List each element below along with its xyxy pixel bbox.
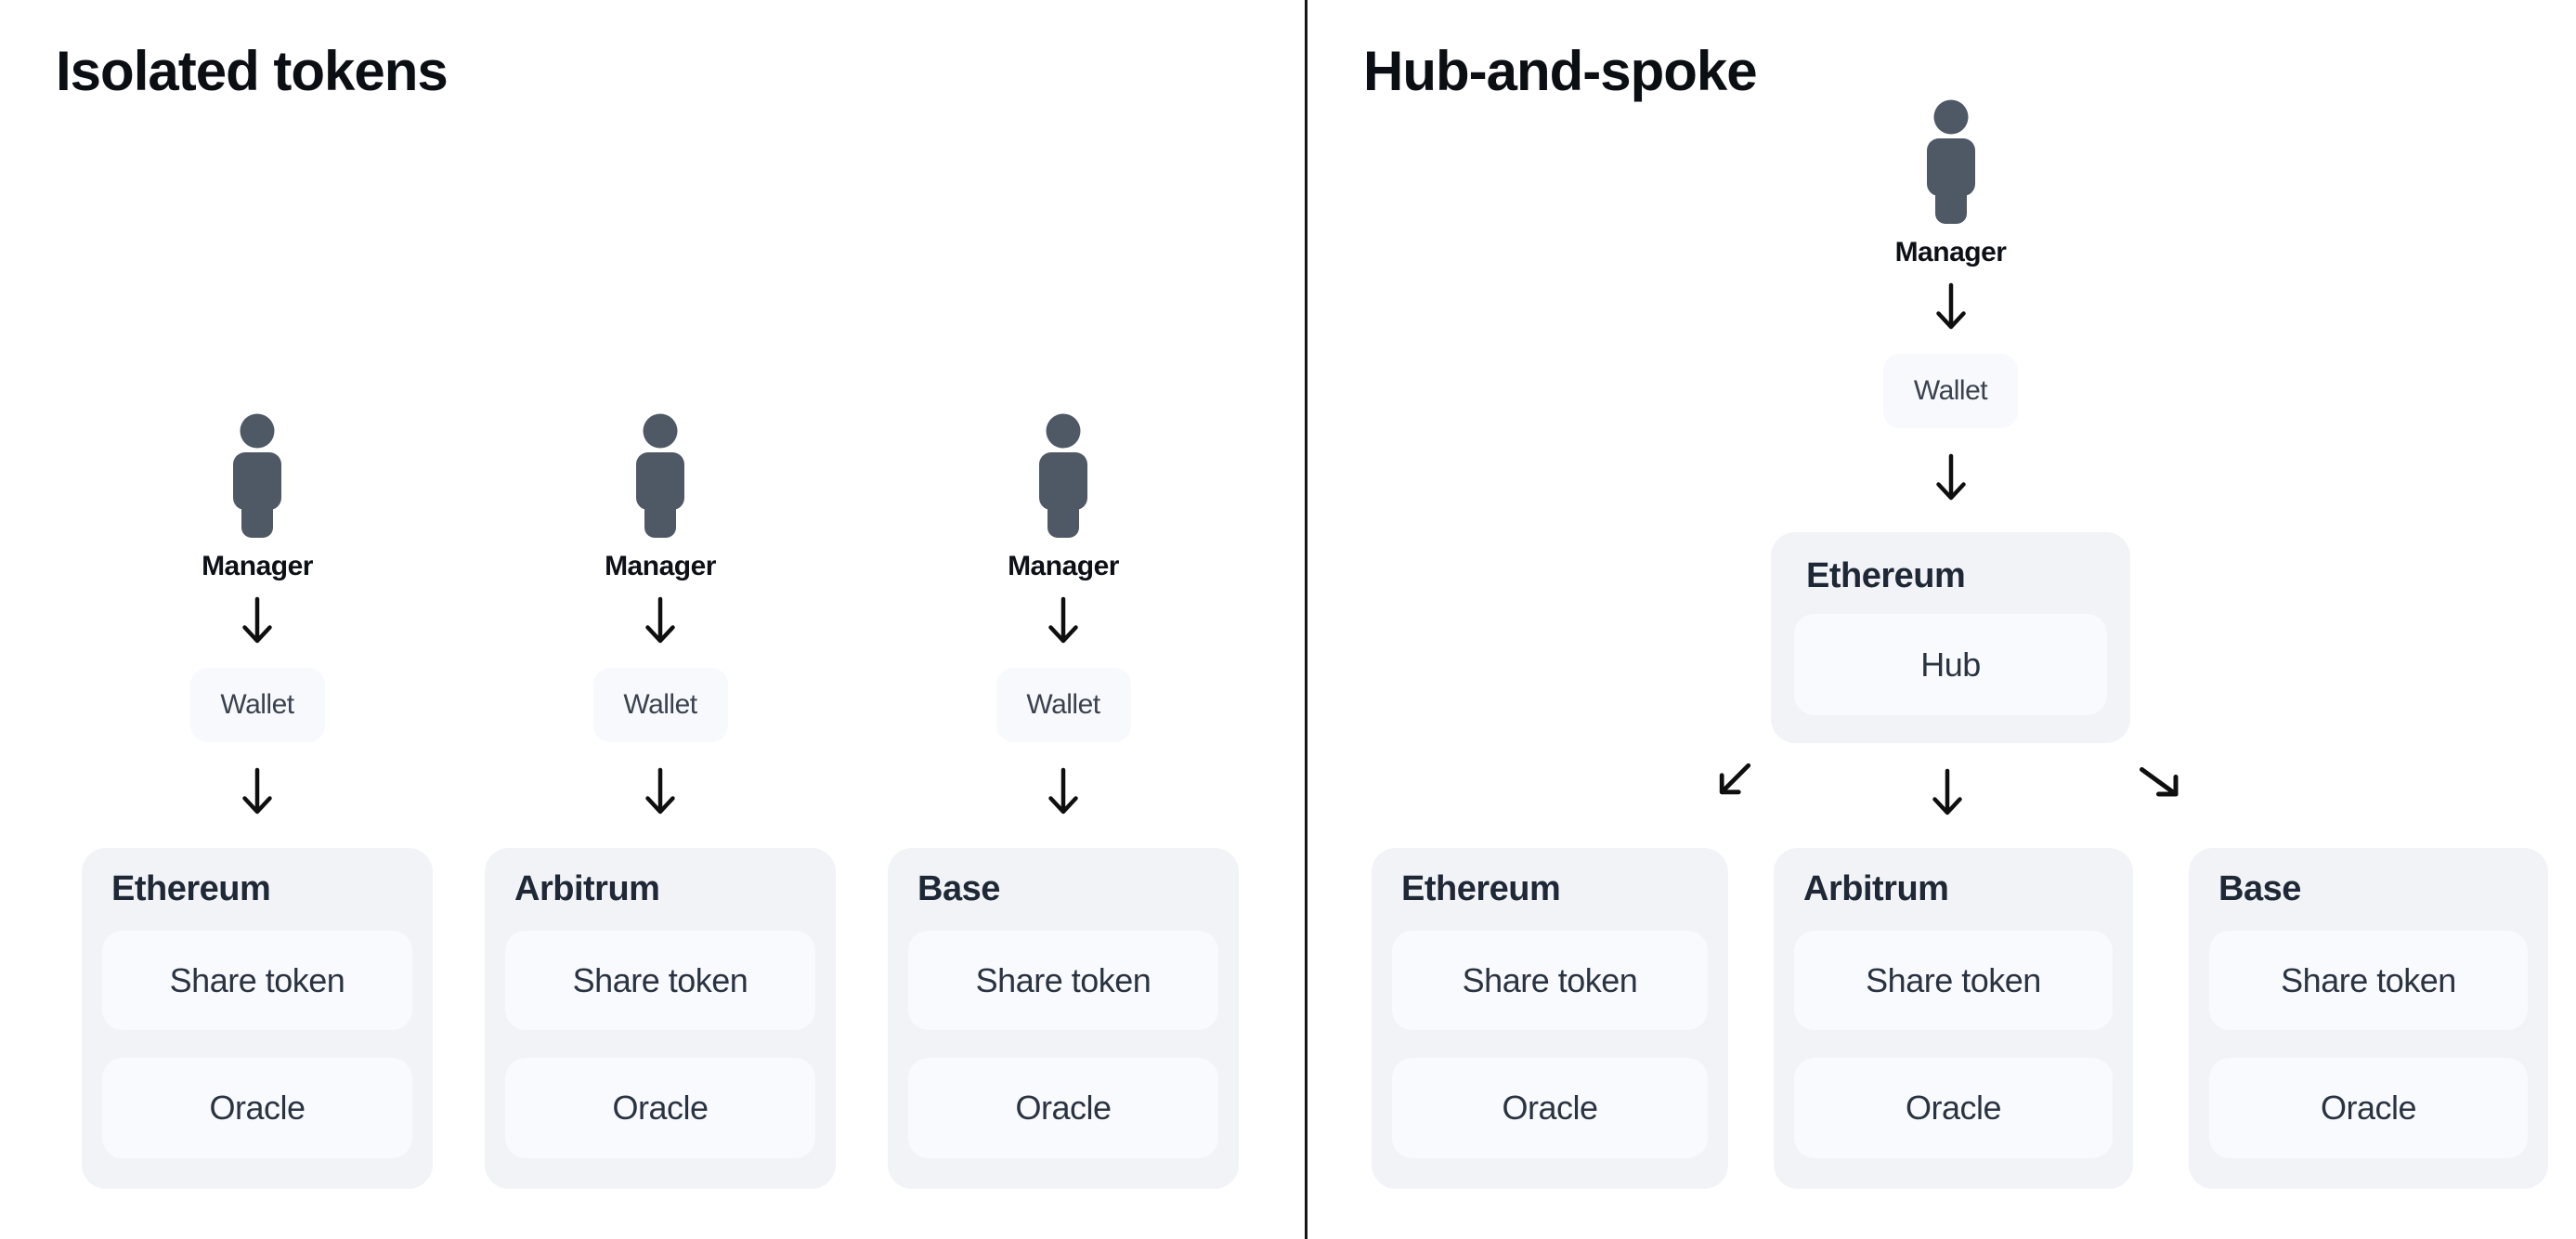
spoke-column-arbitrum: Arbitrum Share token Oracle xyxy=(1774,848,2133,1189)
manager-label: Manager xyxy=(1894,237,2007,267)
wallet-box: Wallet xyxy=(995,668,1131,742)
manager-label: Manager xyxy=(605,551,716,581)
share-token-box: Share token xyxy=(1794,931,2113,1030)
chain-card-arbitrum: Arbitrum Share token Oracle xyxy=(485,848,836,1189)
arrow-down-icon xyxy=(1931,768,1964,816)
arrow-down-icon xyxy=(644,596,677,645)
oracle-box: Oracle xyxy=(2209,1058,2528,1158)
manager-label: Manager xyxy=(1008,551,1119,581)
arrow-down-icon xyxy=(1934,282,1968,331)
isolated-tokens-title: Isolated tokens xyxy=(56,40,449,102)
manager-label: Manager xyxy=(202,551,313,581)
chain-card-ethereum: Ethereum Share token Oracle xyxy=(1372,848,1728,1189)
arrow-down-icon xyxy=(1047,596,1080,645)
wallet-label: Wallet xyxy=(1026,689,1100,720)
chain-card-base: Base Share token Oracle xyxy=(888,848,1239,1189)
section-divider xyxy=(1305,0,1308,1239)
arrow-down-icon xyxy=(241,767,274,815)
person-icon xyxy=(636,413,684,538)
person-icon xyxy=(1926,99,1975,224)
hub-and-spoke-title: Hub-and-spoke xyxy=(1363,40,1758,102)
arrow-down-right-icon xyxy=(2138,764,2180,800)
wallet-box: Wallet xyxy=(1883,354,2018,428)
share-token-box: Share token xyxy=(102,931,412,1030)
wallet-box: Wallet xyxy=(592,668,728,742)
oracle-box: Oracle xyxy=(908,1058,1218,1158)
share-token-box: Share token xyxy=(2209,931,2528,1030)
oracle-box: Oracle xyxy=(102,1058,412,1158)
hub-card-title: Ethereum xyxy=(1806,556,1966,595)
hub-column: Manager Wallet Ethereum Hub xyxy=(1771,99,2130,743)
share-token-box: Share token xyxy=(908,931,1218,1030)
hub-box: Hub xyxy=(1794,614,2107,715)
wallet-label: Wallet xyxy=(220,689,294,720)
arrow-down-icon xyxy=(241,596,274,645)
wallet-box: Wallet xyxy=(189,668,325,742)
chain-card-title: Ethereum xyxy=(1401,869,1561,908)
isolated-column-ethereum: Manager Wallet Ethereum Share token Orac… xyxy=(82,413,433,1189)
chain-card-ethereum: Ethereum Share token Oracle xyxy=(82,848,433,1189)
chain-card-title: Base xyxy=(2218,869,2301,908)
share-token-box: Share token xyxy=(1392,931,1708,1030)
chain-card-base: Base Share token Oracle xyxy=(2189,848,2548,1189)
chain-card-title: Ethereum xyxy=(111,869,271,908)
chain-card-title: Arbitrum xyxy=(1803,869,1949,908)
arrow-down-left-icon xyxy=(1716,761,1753,798)
wallet-label: Wallet xyxy=(1913,375,1988,406)
share-token-box: Share token xyxy=(505,931,815,1030)
isolated-column-arbitrum: Manager Wallet Arbitrum Share token Orac… xyxy=(485,413,836,1189)
chain-card-arbitrum: Arbitrum Share token Oracle xyxy=(1774,848,2133,1189)
isolated-column-base: Manager Wallet Base Share token Oracle xyxy=(888,413,1239,1189)
arrow-down-icon xyxy=(1047,767,1080,815)
oracle-box: Oracle xyxy=(505,1058,815,1158)
arrow-down-icon xyxy=(644,767,677,815)
arrow-down-icon xyxy=(1934,453,1968,502)
hub-card-ethereum: Ethereum Hub xyxy=(1771,532,2130,743)
oracle-box: Oracle xyxy=(1392,1058,1708,1158)
spoke-column-ethereum: Ethereum Share token Oracle xyxy=(1372,848,1728,1189)
chain-card-title: Arbitrum xyxy=(514,869,660,908)
chain-card-title: Base xyxy=(917,869,1000,908)
spoke-column-base: Base Share token Oracle xyxy=(2189,848,2548,1189)
person-icon xyxy=(1039,413,1087,538)
person-icon xyxy=(233,413,281,538)
oracle-box: Oracle xyxy=(1794,1058,2113,1158)
wallet-label: Wallet xyxy=(623,689,697,720)
